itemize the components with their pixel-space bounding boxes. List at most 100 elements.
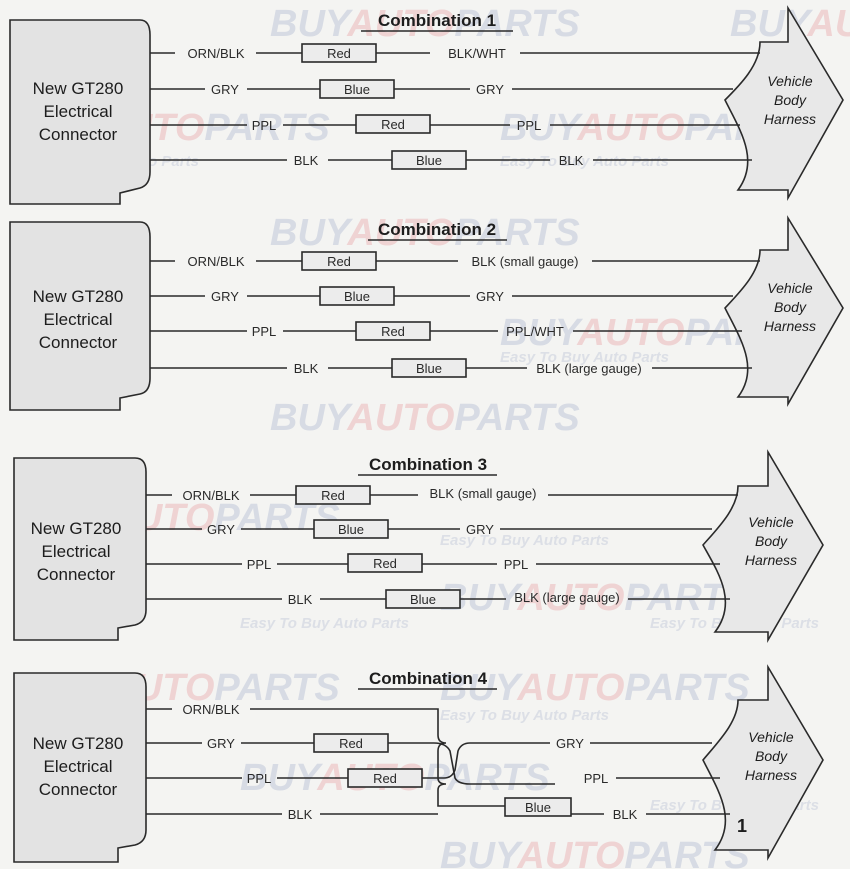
wire-color-right: BLK: [559, 153, 584, 168]
wire-color-left: ORN/BLK: [187, 254, 244, 269]
svg-text:Easy To Buy Auto Parts: Easy To Buy Auto Parts: [440, 532, 609, 549]
connector-label: Electrical: [44, 102, 113, 121]
watermark-layer: BUYAUTOPARTS BUYAUTO BUYAUTOPARTS Easy T…: [20, 3, 850, 869]
wire-color-left: ORN/BLK: [182, 702, 239, 717]
wire-color-left: BLK: [294, 361, 319, 376]
wire-color-right: GRY: [466, 522, 494, 537]
wire-color-right: PPL: [504, 557, 529, 572]
combination-title: Combination 2: [378, 220, 496, 239]
connector-label: Connector: [37, 565, 116, 584]
connector-body: [13, 672, 147, 863]
connector-label: New GT280: [33, 734, 124, 753]
svg-text:BUYAUTOPARTS: BUYAUTOPARTS: [270, 397, 580, 439]
wire-color-left: GRY: [211, 82, 239, 97]
resistor-label: Red: [373, 771, 397, 786]
harness-arrow: [702, 449, 824, 643]
connector-label: Electrical: [44, 757, 113, 776]
resistor-label: Red: [321, 488, 345, 503]
combination-title: Combination 1: [378, 11, 496, 30]
connector-body: [9, 221, 151, 411]
harness-label: Body: [774, 92, 807, 108]
resistor-box: [355, 114, 431, 134]
resistor-label: Blue: [344, 289, 370, 304]
resistor-label: Red: [327, 46, 351, 61]
harness-label: Vehicle: [767, 73, 813, 89]
harness-label: Body: [774, 299, 807, 315]
wire-color-left: GRY: [207, 522, 235, 537]
wire-color-right: GRY: [476, 82, 504, 97]
harness-label: Harness: [764, 318, 816, 334]
svg-text:BUYAUTOPARTS: BUYAUTOPARTS: [440, 667, 750, 709]
wire-color-left: GRY: [207, 736, 235, 751]
wire-color-left: ORN/BLK: [187, 46, 244, 61]
harness-arrow: [724, 215, 844, 408]
wire-color-left: PPL: [252, 324, 277, 339]
harness-label: Body: [755, 748, 788, 764]
wire-color-right: PPL: [584, 771, 609, 786]
wire-color-left: BLK: [288, 807, 313, 822]
wire-color-right: GRY: [476, 289, 504, 304]
figure-number: 1: [737, 816, 747, 836]
connector-label: New GT280: [33, 287, 124, 306]
svg-text:BUYAUTOPARTS: BUYAUTOPARTS: [440, 835, 750, 869]
wire-color-right: BLK (large gauge): [514, 590, 620, 605]
wire-color-right: BLK/WHT: [448, 46, 506, 61]
harness-label: Harness: [745, 552, 797, 568]
resistor-label: Red: [339, 736, 363, 751]
wire-color-left: PPL: [247, 771, 272, 786]
svg-text:BUYAUTOPARTS: BUYAUTOPARTS: [270, 212, 580, 254]
wire-color-right: PPL/WHT: [506, 324, 564, 339]
resistor-label: Blue: [338, 522, 364, 537]
svg-text:Easy To Buy Auto Parts: Easy To Buy Auto Parts: [440, 707, 609, 724]
resistor-label: Red: [381, 324, 405, 339]
wire-color-right: PPL: [517, 118, 542, 133]
wire-color-left: BLK: [294, 153, 319, 168]
connector-body: [9, 19, 151, 205]
svg-text:Easy To Buy Auto Parts: Easy To Buy Auto Parts: [500, 349, 669, 366]
resistor-label: Blue: [410, 592, 436, 607]
connector-label: Electrical: [44, 310, 113, 329]
connector-label: New GT280: [33, 79, 124, 98]
combination-title: Combination 3: [369, 455, 487, 474]
harness-label: Body: [755, 533, 788, 549]
combination-1: Combination 1 New GT280 Electrical Conne…: [9, 5, 844, 205]
resistor-label: Red: [381, 117, 405, 132]
resistor-label: Red: [373, 556, 397, 571]
resistor-label: Red: [327, 254, 351, 269]
wire-color-right: BLK (small gauge): [472, 254, 579, 269]
resistor-label: Blue: [416, 153, 442, 168]
connector-label: Connector: [39, 333, 118, 352]
resistor-label: Blue: [416, 361, 442, 376]
wire-color-left: GRY: [211, 289, 239, 304]
combination-2: Combination 2 New GT280 Electrical Conne…: [9, 215, 844, 411]
wire-color-right: BLK (small gauge): [430, 486, 537, 501]
harness-arrow: [724, 5, 844, 202]
harness-label: Vehicle: [748, 514, 794, 530]
wire-color-left: BLK: [288, 592, 313, 607]
wire-color-right: BLK (large gauge): [536, 361, 642, 376]
harness-label: Vehicle: [767, 280, 813, 296]
wire-color-right: GRY: [556, 736, 584, 751]
resistor-label: Blue: [525, 800, 551, 815]
wire-color-right: BLK: [613, 807, 638, 822]
connector-label: New GT280: [31, 519, 122, 538]
harness-label: Harness: [764, 111, 816, 127]
wire-color-left: ORN/BLK: [182, 488, 239, 503]
connector-label: Connector: [39, 125, 118, 144]
harness-arrow: [702, 664, 824, 862]
resistor-box: [347, 553, 423, 573]
svg-text:Easy To Buy Auto Parts: Easy To Buy Auto Parts: [500, 153, 669, 170]
connector-label: Connector: [39, 780, 118, 799]
svg-text:BUYAUTOPARTS: BUYAUTOPARTS: [270, 3, 580, 45]
combination-title: Combination 4: [369, 669, 488, 688]
connector-label: Electrical: [42, 542, 111, 561]
wire-color-left: PPL: [247, 557, 272, 572]
resistor-box: [504, 797, 572, 817]
combination-4: Combination 4 New GT280 Electrical Conne…: [13, 664, 824, 863]
harness-label: Vehicle: [748, 729, 794, 745]
svg-text:Easy To Buy Auto Parts: Easy To Buy Auto Parts: [240, 615, 409, 632]
combination-3: Combination 3 New GT280 Electrical Conne…: [13, 449, 824, 643]
connector-body: [13, 457, 147, 641]
wire-color-left: PPL: [252, 118, 277, 133]
